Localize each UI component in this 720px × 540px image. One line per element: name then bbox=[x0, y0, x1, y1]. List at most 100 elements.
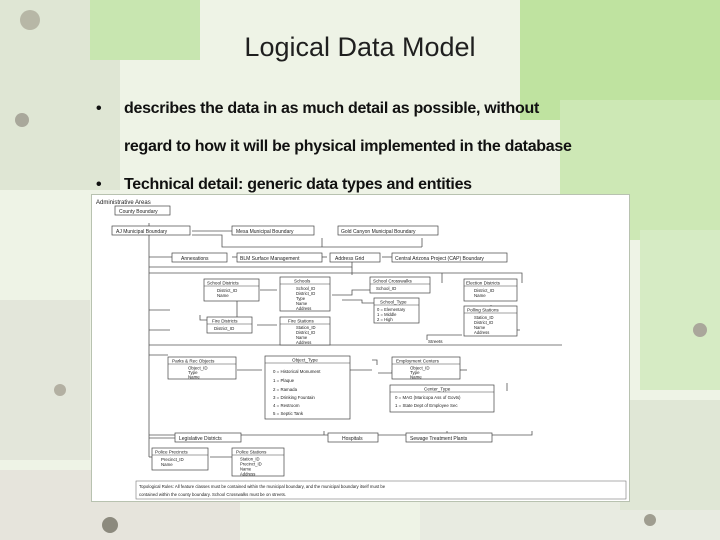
entity-fire-stations: Fire Stations Station_ID District_ID Nam… bbox=[279, 316, 331, 346]
entity-field: Name bbox=[217, 293, 229, 298]
entity-gold-canyon-boundary: Gold Canyon Municipal Boundary bbox=[337, 225, 439, 236]
entity-label: Annexations bbox=[181, 256, 209, 262]
entity-police-stations: Police Stations Station_ID Precinct_ID N… bbox=[231, 447, 285, 477]
entity-field: Station_ID bbox=[474, 315, 494, 320]
slide-title: Logical Data Model bbox=[244, 32, 476, 62]
entity-aj-municipal-boundary: AJ Municipal Boundary bbox=[111, 225, 191, 236]
entity-field: Name bbox=[161, 462, 173, 467]
entity-field: District_ID bbox=[296, 291, 315, 296]
bullet-list: • describes the data in as much detail a… bbox=[96, 90, 696, 204]
entity-field: Type bbox=[188, 370, 198, 375]
note-line: Topological Rules: All feature classes m… bbox=[139, 484, 386, 489]
entity-field: Name bbox=[240, 467, 252, 472]
entity-title: Fire Districts bbox=[212, 319, 238, 324]
entity-field: 2 = Ramada bbox=[273, 387, 298, 392]
entity-field: Address bbox=[296, 306, 311, 311]
entity-field: Station_ID bbox=[296, 325, 316, 330]
entity-annexations: Annexations bbox=[171, 252, 228, 263]
entity-field: Name bbox=[474, 325, 486, 330]
entity-polling-stations: Polling Stations Station_ID District_ID … bbox=[463, 305, 518, 337]
entity-field: 1 = State Dept of Employee Sec bbox=[395, 403, 458, 408]
entity-field: Address bbox=[474, 330, 489, 335]
entity-label: County Boundary bbox=[119, 209, 158, 215]
diagram-canvas: Administrative Areas County Boundary AJ … bbox=[96, 200, 627, 500]
entity-label: AJ Municipal Boundary bbox=[116, 229, 168, 235]
entity-label: Sewage Treatment Plants bbox=[410, 436, 468, 442]
entity-field: District_ID bbox=[214, 326, 234, 331]
entity-streets: Streets bbox=[428, 339, 443, 344]
entity-field: Type bbox=[296, 296, 306, 301]
entity-field: 3 = Drinking Fountain bbox=[273, 395, 315, 400]
entity-school-districts: School Districts District_ID Name bbox=[203, 278, 260, 302]
entity-title: Polling Stations bbox=[467, 308, 499, 313]
entity-field: Address bbox=[296, 340, 311, 345]
entity-field: Precinct_ID bbox=[240, 462, 262, 467]
entity-field: Name bbox=[296, 335, 308, 340]
entity-field: District_ID bbox=[474, 288, 494, 293]
entity-field: School_ID bbox=[376, 286, 396, 291]
entity-label: Mesa Municipal Boundary bbox=[236, 229, 294, 235]
entity-title: Employment Centers bbox=[396, 359, 440, 364]
entity-address-grid: Address Grid bbox=[329, 252, 381, 263]
entity-center-type: Center_Type 0 = MAG (Maricopa Ass of Gov… bbox=[389, 384, 495, 413]
entity-field: Precinct_ID bbox=[161, 457, 184, 462]
entity-police-precincts: Police Precincts Precinct_ID Name bbox=[151, 447, 209, 471]
entity-field: 5 = Septic Tank bbox=[273, 411, 304, 416]
entity-title: Police Precincts bbox=[155, 450, 188, 455]
entity-field: 1 = Plaque bbox=[273, 378, 295, 383]
entity-field: Station_ID bbox=[240, 457, 260, 462]
bullet-item-continued: regard to how it will be physical implem… bbox=[96, 128, 696, 166]
entity-parks-rec-objects: Parks & Rec Objects Object_ID Type Name bbox=[167, 356, 237, 380]
entity-field: Object_ID bbox=[410, 366, 430, 371]
entity-title: School Districts bbox=[207, 281, 239, 286]
entity-field: 2 = High bbox=[377, 317, 393, 322]
entity-label: Legislative Districts bbox=[179, 436, 222, 442]
entity-title: School_Type bbox=[380, 300, 407, 305]
bullet-symbol: • bbox=[96, 176, 102, 193]
entity-label: Address Grid bbox=[335, 256, 364, 262]
entity-field: 0 = Elementary bbox=[377, 307, 406, 312]
entity-employment-centers: Employment Centers Object_ID Type Name bbox=[391, 356, 461, 380]
entity-title: School Crosswalks bbox=[373, 279, 413, 284]
topological-rules-note: Topological Rules: All feature classes m… bbox=[135, 480, 627, 500]
entity-field: District_ID bbox=[474, 320, 493, 325]
bullet-text: Technical detail: generic data types and… bbox=[124, 176, 472, 193]
entity-label: Central Arizona Project (CAP) Boundary bbox=[395, 256, 484, 262]
entity-field: Type bbox=[410, 370, 420, 375]
entity-field: Address bbox=[240, 472, 255, 477]
entity-title: Schools bbox=[294, 279, 311, 284]
diagram-header: Administrative Areas bbox=[96, 200, 151, 206]
entity-legislative-districts: Legislative Districts bbox=[174, 432, 242, 443]
entity-field: 1 = Middle bbox=[377, 312, 397, 317]
bullet-item: • describes the data in as much detail a… bbox=[96, 90, 696, 128]
entity-school-crosswalks: School Crosswalks School_ID bbox=[369, 276, 431, 294]
entity-blm-surface-management: BLM Surface Management bbox=[236, 252, 323, 263]
entity-field: 0 = Historical Monument bbox=[273, 369, 321, 374]
entity-fire-districts: Fire Districts District_ID bbox=[206, 316, 253, 334]
entity-school-type: School_Type 0 = Elementary 1 = Middle 2 … bbox=[373, 297, 420, 324]
entity-schools: Schools School_ID District_ID Type Name … bbox=[279, 276, 331, 312]
entity-field: District_ID bbox=[296, 330, 315, 335]
entity-label: Gold Canyon Municipal Boundary bbox=[341, 229, 416, 235]
entity-title: Object_Type bbox=[292, 358, 318, 363]
entity-hospitals: Hospitals bbox=[327, 432, 379, 443]
entity-county-boundary: County Boundary bbox=[114, 205, 171, 216]
entity-title: Fire Stations bbox=[288, 319, 314, 324]
entity-label: Hospitals bbox=[342, 436, 363, 442]
entity-field: District_ID bbox=[217, 288, 237, 293]
entity-mesa-municipal-boundary: Mesa Municipal Boundary bbox=[231, 225, 315, 236]
bullet-symbol: • bbox=[96, 100, 102, 117]
entity-sewage-treatment-plants: Sewage Treatment Plants bbox=[405, 432, 493, 443]
entity-field: Name bbox=[474, 293, 486, 298]
entity-field: Name bbox=[188, 375, 200, 380]
entity-field: 4 = Restroom bbox=[273, 403, 300, 408]
entity-title: Police Stations bbox=[236, 450, 267, 455]
bullet-text: describes the data in as much detail as … bbox=[124, 100, 540, 117]
bullet-item: • Technical detail: generic data types a… bbox=[96, 166, 696, 204]
bullet-text: regard to how it will be physical implem… bbox=[124, 138, 572, 155]
entity-label: BLM Surface Management bbox=[240, 256, 300, 262]
entity-title: Center_Type bbox=[424, 387, 451, 392]
entity-cap-boundary: Central Arizona Project (CAP) Boundary bbox=[391, 252, 508, 263]
note-line: contained within the county boundary. Sc… bbox=[139, 492, 286, 497]
entity-title: Parks & Rec Objects bbox=[172, 359, 215, 364]
